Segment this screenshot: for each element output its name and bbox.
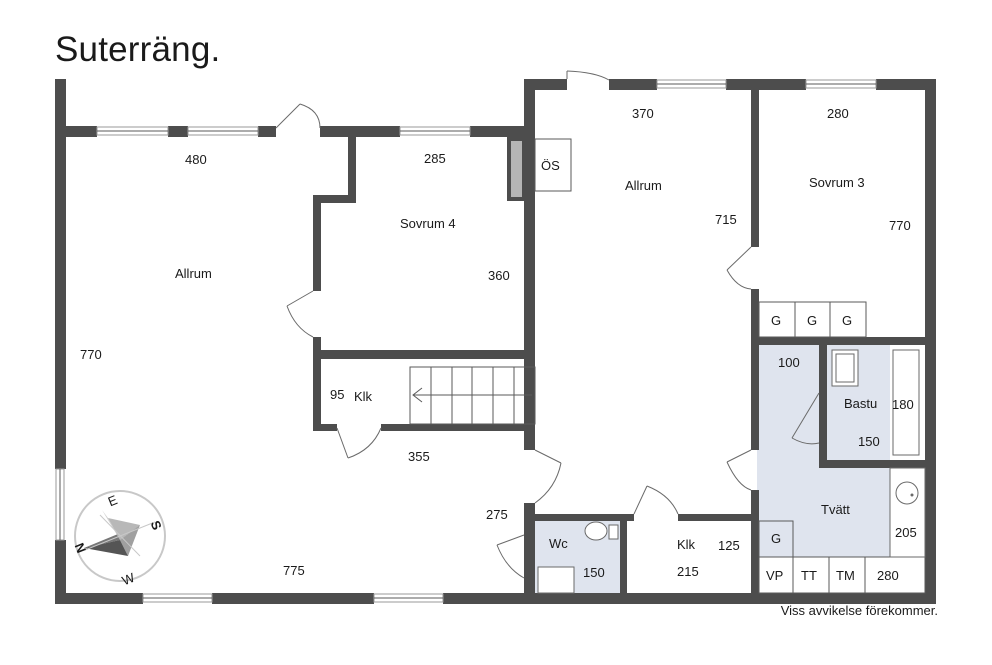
tvatt-name: Tvätt	[821, 502, 850, 517]
laundry-units	[758, 467, 926, 594]
hall-depth: 275	[486, 507, 508, 522]
wardrobe-2: G	[807, 313, 817, 328]
allrum-center-width: 370	[632, 106, 654, 121]
tvatt-depth: 205	[895, 525, 917, 540]
disclaimer: Viss avvikelse förekommer.	[780, 603, 938, 618]
klk-right-width: 215	[677, 564, 699, 579]
sovrum4-name: Sovrum 4	[400, 216, 456, 231]
os-label: ÖS	[541, 158, 560, 173]
doors	[275, 70, 820, 579]
fireplace-box	[534, 138, 572, 192]
klk-right-depth: 125	[718, 538, 740, 553]
bastu-entry: 100	[778, 355, 800, 370]
plan-title: Suterräng.	[55, 30, 221, 69]
sauna-entry-floor	[757, 345, 819, 467]
bastu-depth: 180	[892, 397, 914, 412]
allrum-left-depth: 770	[80, 347, 102, 362]
bastu-width: 150	[858, 434, 880, 449]
allrum-center-depth: 715	[715, 212, 737, 227]
sovrum3-width: 280	[827, 106, 849, 121]
wc-size: 150	[583, 565, 605, 580]
wardrobe-3: G	[842, 313, 852, 328]
interior-walls	[313, 79, 936, 604]
sauna-fittings	[831, 349, 920, 456]
allrum-left-width: 480	[185, 152, 207, 167]
sovrum4-depth: 360	[488, 268, 510, 283]
unit-vp: VP	[766, 568, 783, 583]
windows	[55, 79, 877, 603]
tvatt-width: 280	[877, 568, 899, 583]
klk-left-width: 95	[330, 387, 344, 402]
staircase	[409, 366, 536, 425]
compass-rose: N S E W	[72, 490, 166, 588]
unit-tt: TT	[801, 568, 817, 583]
allrum-left-name: Allrum	[175, 266, 212, 281]
sovrum3-name: Sovrum 3	[809, 175, 865, 190]
wc-name: Wc	[549, 536, 568, 551]
allrum-center-name: Allrum	[625, 178, 662, 193]
klk-left-name: Klk	[354, 389, 373, 404]
wardrobe-1: G	[771, 313, 781, 328]
allrum-left-bottom: 775	[283, 563, 305, 578]
wardrobes-sovrum3	[758, 301, 867, 338]
sovrum3-depth: 770	[889, 218, 911, 233]
sovrum4-width: 285	[424, 151, 446, 166]
klk-right-name: Klk	[677, 537, 696, 552]
hall-width: 355	[408, 449, 430, 464]
wardrobe-4: G	[771, 531, 781, 546]
bastu-name: Bastu	[844, 396, 877, 411]
wc-fixtures	[537, 521, 619, 594]
room-labels: 480 Allrum 770 775 285 Sovrum 4 360 ÖS 3…	[80, 106, 917, 583]
unit-tm: TM	[836, 568, 855, 583]
